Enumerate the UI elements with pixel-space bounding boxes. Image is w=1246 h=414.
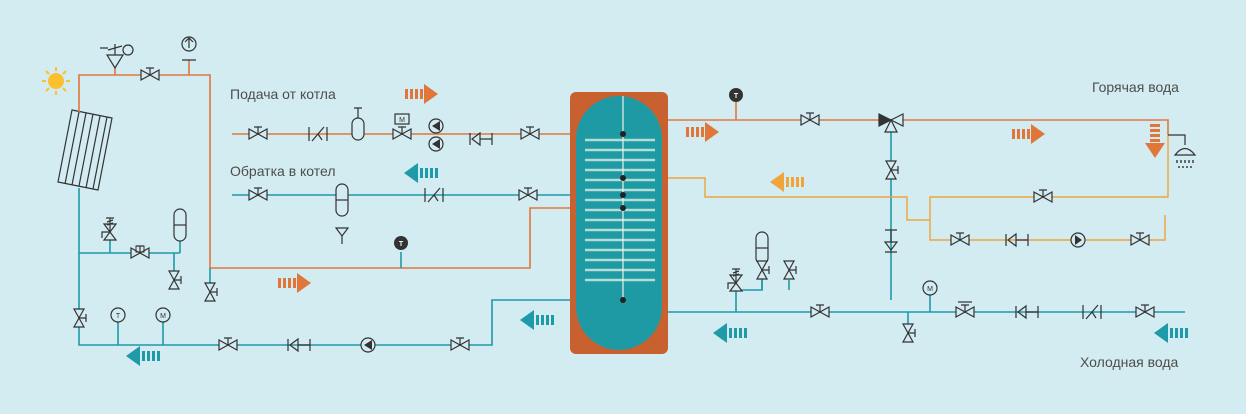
- return-to-boiler-label: Обратка в котел: [230, 163, 336, 179]
- air-separator-icon: [351, 107, 365, 141]
- svg-text:M: M: [927, 286, 933, 293]
- gate-valve-icon: [248, 126, 268, 140]
- safety-valve-icon: [334, 227, 350, 244]
- expansion-vessel-icon: [755, 231, 769, 265]
- thermometer-icon: T: [394, 236, 408, 250]
- circulation-pump-icon: [1070, 232, 1086, 248]
- flow-arrow-left-icon: [404, 163, 438, 183]
- drain-valve-icon: [204, 282, 218, 302]
- flow-arrow-left-icon: [520, 310, 554, 330]
- flow-arrow-down-icon: [1145, 124, 1165, 158]
- supply-from-boiler-label: Подача от котла: [230, 86, 336, 102]
- flow-regulator-icon: [130, 245, 150, 259]
- flow-arrow-left-icon: [713, 323, 747, 343]
- pressure-reducer-icon: [955, 301, 975, 318]
- safety-valve-icon: [727, 268, 743, 292]
- motorized-valve-icon: [392, 113, 412, 140]
- expansion-vessel-icon: [335, 183, 349, 217]
- boiler-pump-icon: [428, 118, 444, 134]
- gate-valve-icon: [756, 260, 770, 280]
- drain-valve-icon: [783, 260, 797, 280]
- solar-collector-icon: [57, 109, 113, 191]
- drain-valve-icon: [168, 270, 182, 290]
- svg-text:T: T: [734, 93, 739, 100]
- svg-text:M: M: [160, 313, 166, 320]
- gate-valve-icon: [1130, 232, 1150, 246]
- safety-valve-icon: [101, 217, 117, 241]
- drain-valve-icon: [902, 323, 916, 343]
- gate-valve-icon: [520, 126, 540, 140]
- hot-water-label: Горячая вода: [1092, 79, 1179, 95]
- manometer-icon: M: [155, 307, 171, 323]
- flow-arrow-left-icon: [1154, 323, 1188, 343]
- air-vent-icon: [181, 36, 197, 61]
- flow-arrow-right-icon: [1012, 124, 1045, 144]
- gate-valve-icon: [1033, 189, 1053, 203]
- thermometer-icon: T: [110, 307, 126, 323]
- safety-group-icon: [100, 44, 134, 70]
- gate-valve-icon: [800, 112, 820, 126]
- cold-water-label: Холодная вода: [1080, 354, 1179, 370]
- gate-valve-icon: [810, 304, 830, 318]
- flow-arrow-right-icon: [405, 84, 438, 104]
- gate-valve-icon: [1135, 304, 1155, 318]
- flow-arrow-right-icon: [686, 122, 719, 142]
- motor-label: M: [399, 117, 405, 124]
- gate-valve-icon: [218, 337, 238, 351]
- flow-arrow-right-icon: [278, 273, 311, 293]
- gate-valve-icon: [885, 160, 899, 180]
- thermometer-icon: T: [729, 88, 743, 102]
- svg-text:T: T: [116, 313, 121, 320]
- gate-valve-icon: [450, 337, 470, 351]
- mixing-valve-icon: [878, 113, 904, 133]
- boiler-pump-icon: [428, 136, 444, 152]
- shower-icon: [1168, 134, 1197, 168]
- svg-text:T: T: [399, 241, 404, 248]
- drain-valve-icon: [73, 308, 87, 328]
- expansion-vessel-icon: [173, 208, 187, 242]
- gate-valve-icon: [950, 232, 970, 246]
- manometer-icon: M: [922, 280, 938, 296]
- storage-tank: [570, 92, 668, 354]
- solar-pump-icon: [360, 337, 376, 353]
- gate-valve-icon: [248, 187, 268, 201]
- sun-icon: [42, 67, 70, 95]
- flow-arrow-left-icon: [126, 346, 160, 366]
- flow-arrow-left-icon: [770, 172, 804, 192]
- gate-valve-icon: [518, 187, 538, 201]
- gate-valve-icon: [140, 67, 160, 81]
